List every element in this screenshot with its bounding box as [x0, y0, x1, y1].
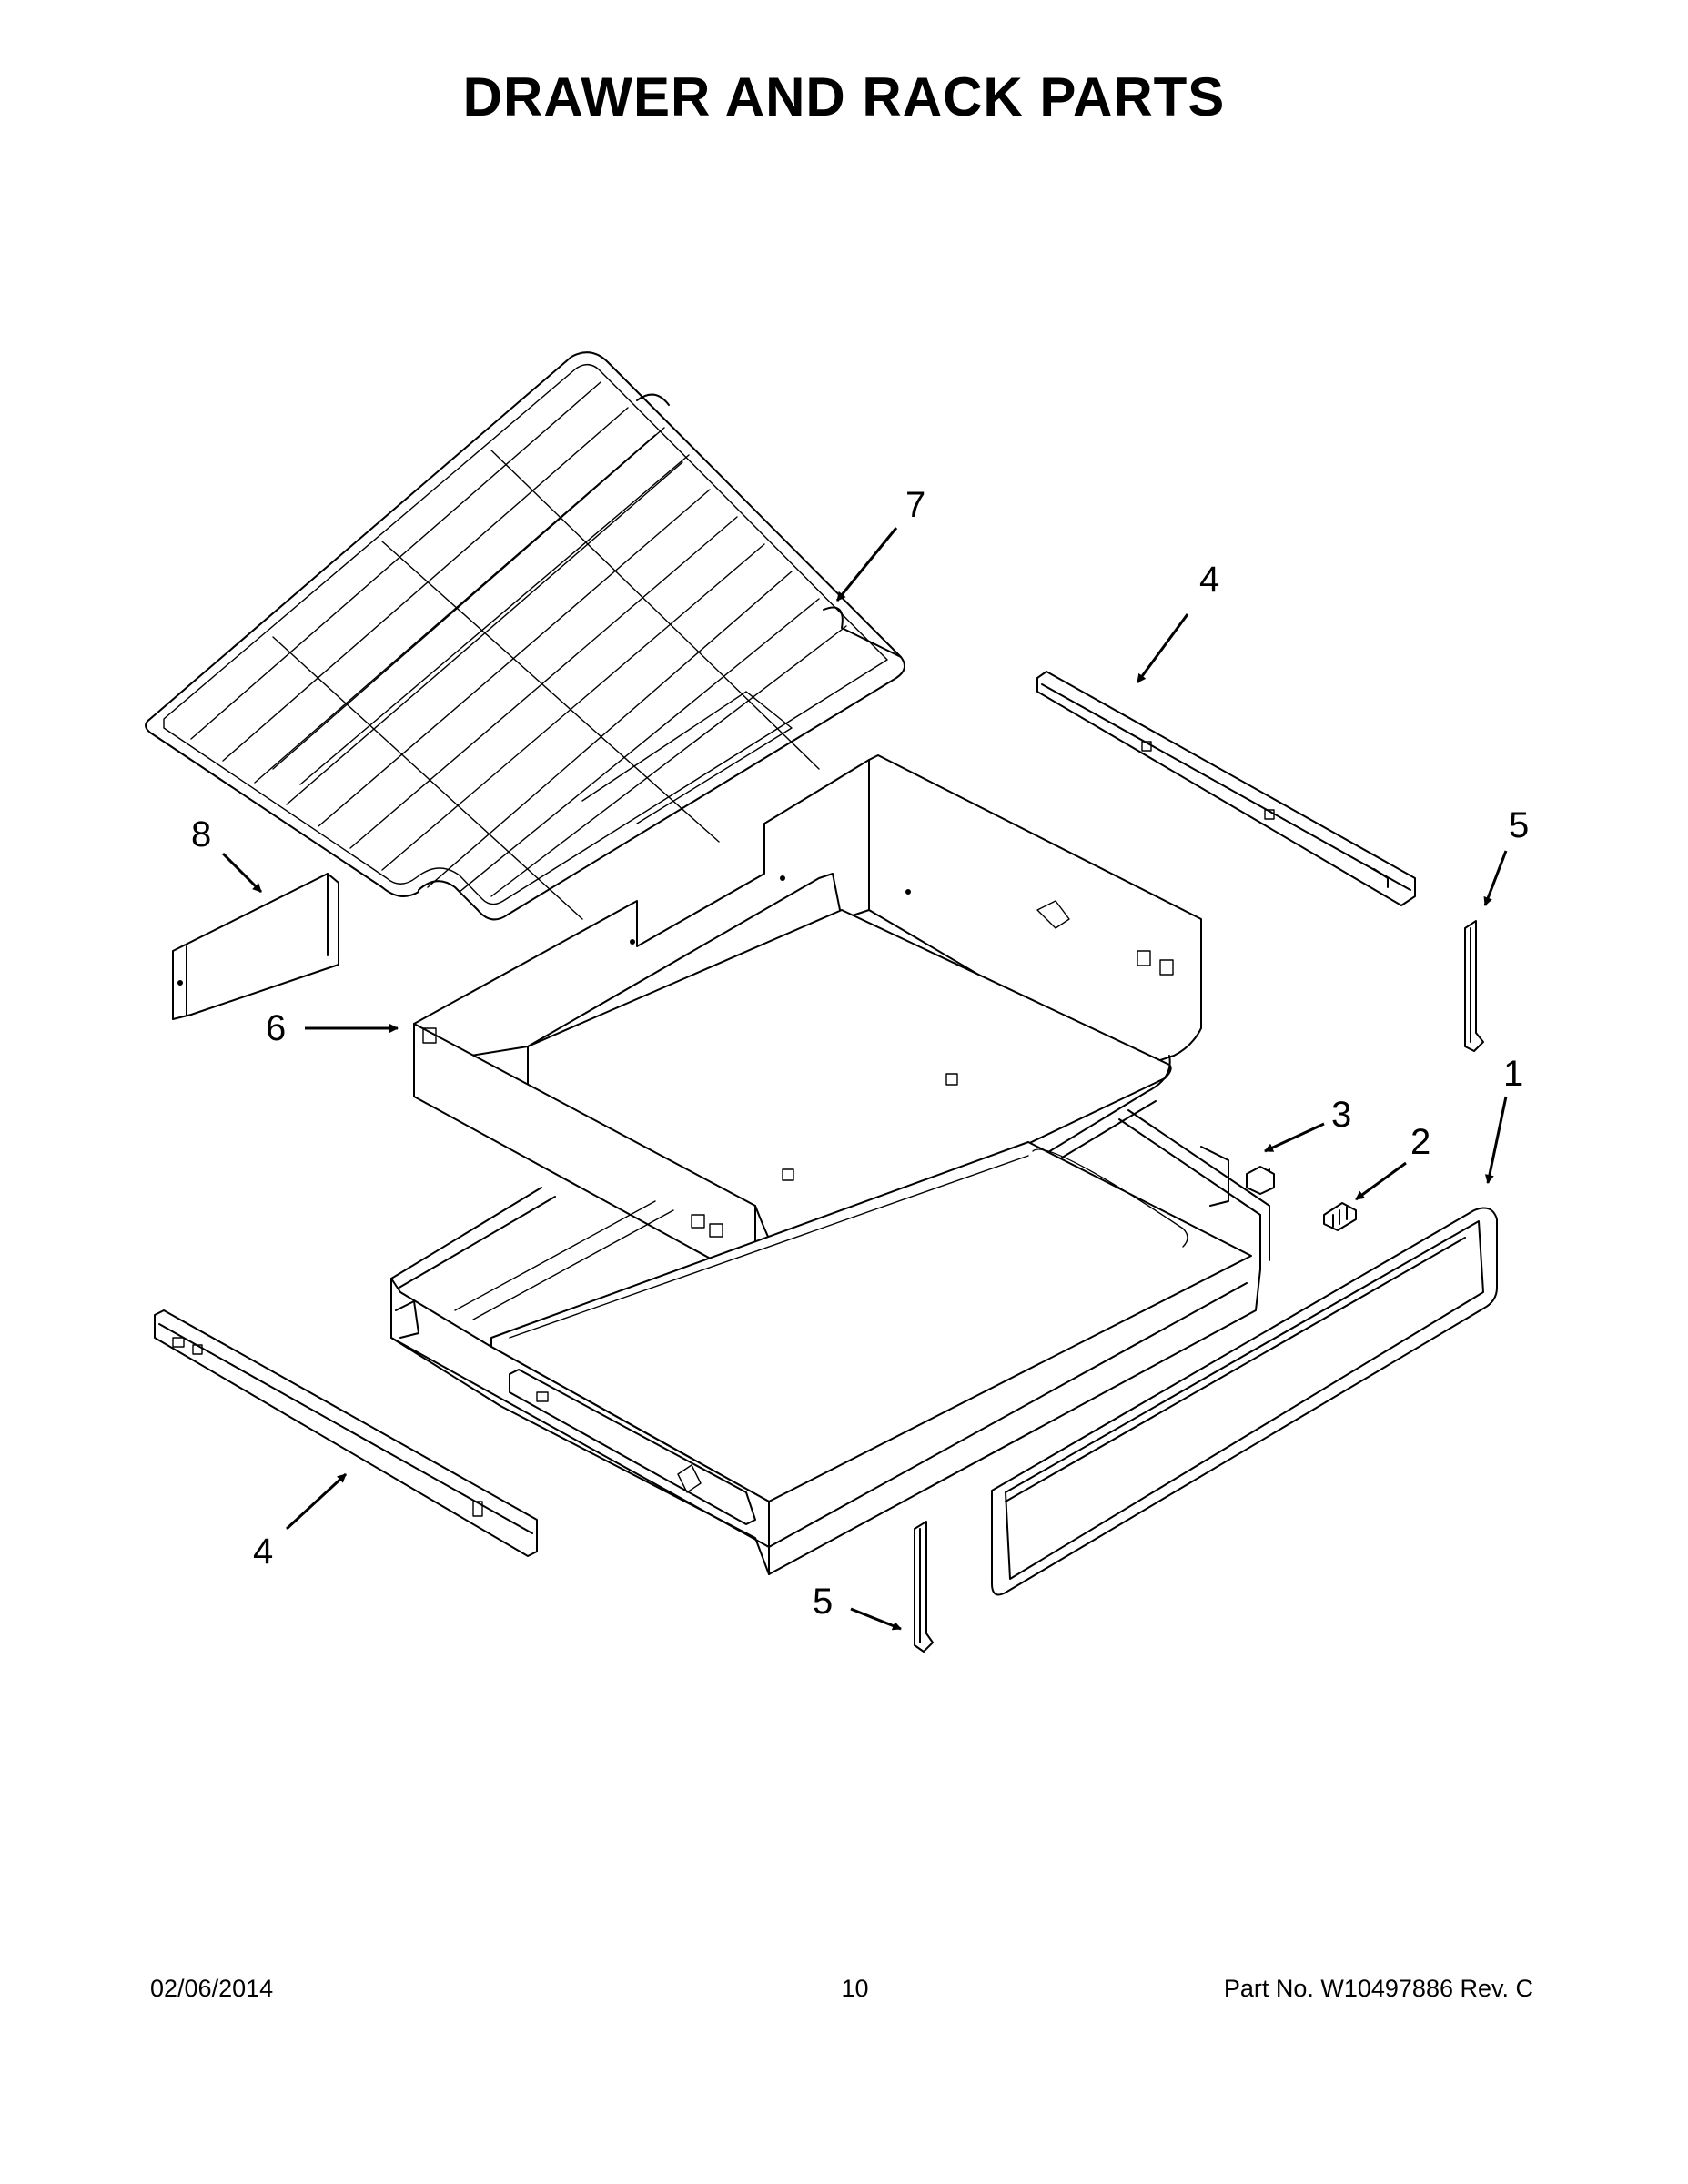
callout-4-lower: 4 — [253, 1532, 273, 1572]
callout-3: 3 — [1331, 1095, 1351, 1135]
oven-rack-part — [145, 351, 905, 921]
callout-arrows — [221, 527, 1508, 1631]
drawer-slide-rail-part-lower — [154, 1309, 538, 1557]
callout-6: 6 — [266, 1008, 286, 1048]
page-title: DRAWER AND RACK PARTS — [462, 66, 1226, 127]
side-bracket-part — [172, 873, 339, 1020]
drawer-frame-part — [390, 1109, 1270, 1575]
callout-2: 2 — [1410, 1122, 1430, 1162]
screw-part — [1323, 1202, 1357, 1231]
drawer-slide-rail-part-upper — [1036, 671, 1416, 906]
footer-date: 02/06/2014 — [150, 1975, 274, 2002]
footer-page-number: 10 — [841, 1975, 869, 2002]
callout-4-upper: 4 — [1199, 560, 1219, 600]
drawer-stop-part-upper — [1464, 920, 1484, 1052]
callout-8: 8 — [191, 814, 211, 854]
drawer-bracket-part — [1246, 1166, 1275, 1195]
drawer-stop-part-lower — [914, 1521, 934, 1653]
callout-7: 7 — [905, 485, 925, 525]
callout-5-upper: 5 — [1509, 805, 1529, 845]
drawer-front-panel-part — [991, 1207, 1498, 1596]
callout-5-lower: 5 — [813, 1582, 833, 1622]
footer-part-number: Part No. W10497886 Rev. C — [1223, 1975, 1533, 2002]
callout-1: 1 — [1503, 1054, 1523, 1094]
